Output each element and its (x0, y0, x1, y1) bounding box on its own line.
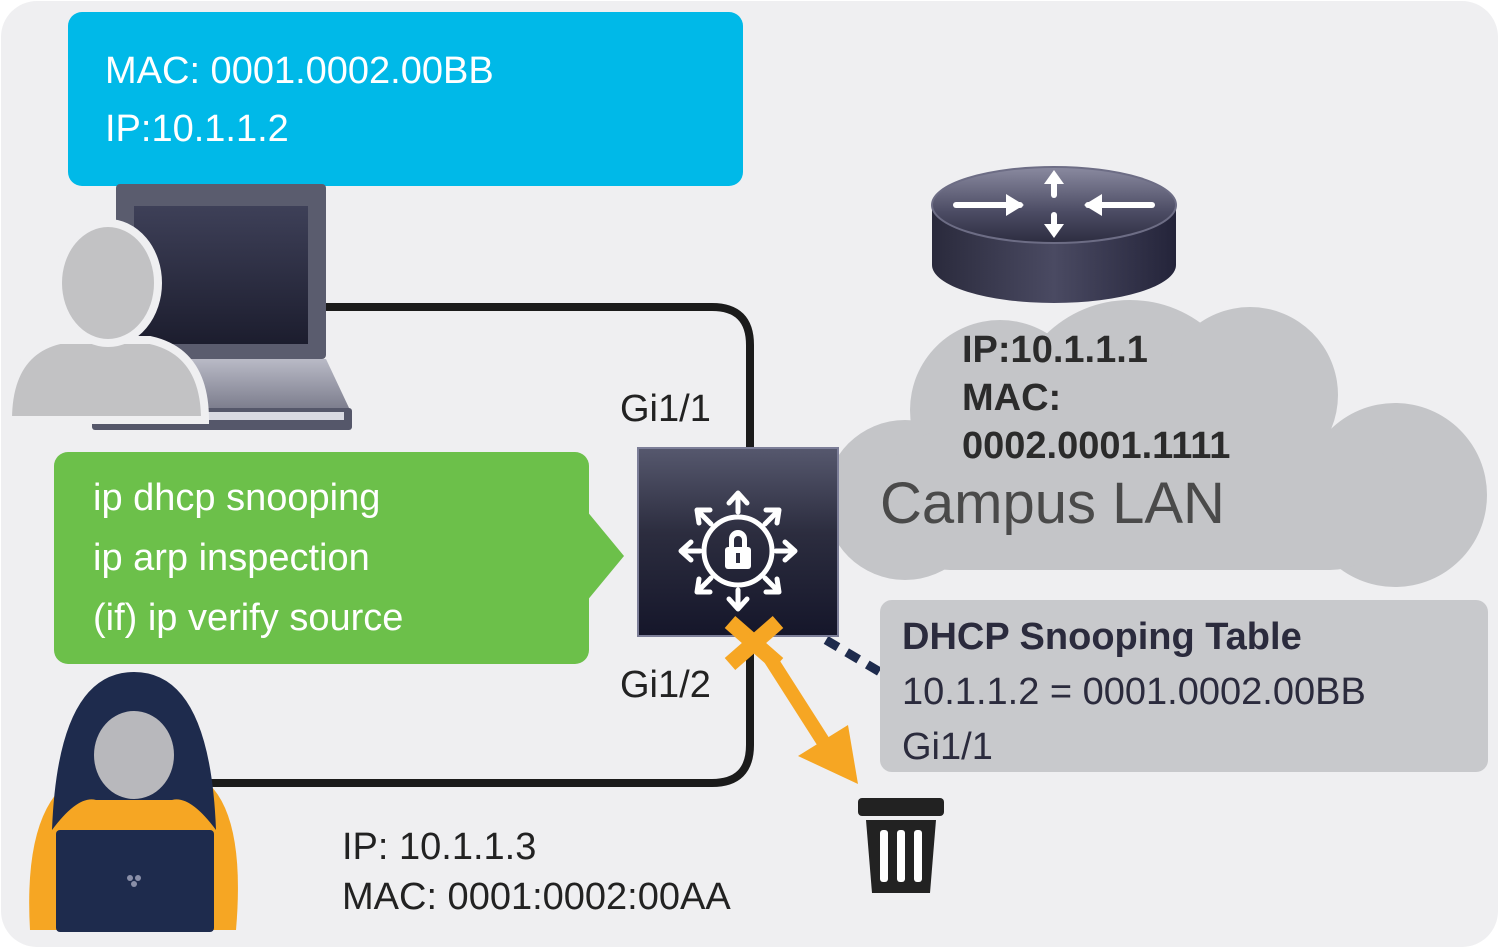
host-mac: MAC: 0001.0002.00BB (105, 50, 494, 92)
link-attacker-to-switch (205, 630, 754, 787)
dhcp-table-port: Gi1/1 (902, 726, 993, 768)
config-line-verify-source: (if) ip verify source (93, 597, 404, 639)
link-host-to-switch (200, 303, 754, 458)
drop-arrow (760, 648, 858, 784)
router-mac-label: MAC: (962, 377, 1062, 419)
config-line-arp-inspection: ip arp inspection (93, 537, 370, 579)
config-box (54, 452, 624, 664)
router-info-text: IP:10.1.1.1 MAC: 0002.0001.1111 (962, 326, 1230, 470)
dhcp-table-text: DHCP Snooping Table 10.1.1.2 = 0001.0002… (902, 610, 1366, 775)
config-line-dhcp-snooping: ip dhcp snooping (93, 477, 381, 519)
host-info-text: MAC: 0001.0002.00BB IP:10.1.1.2 (105, 42, 494, 158)
config-text: ip dhcp snooping ip arp inspection (if) … (93, 468, 403, 648)
trash-icon (858, 798, 944, 893)
dhcp-table-entry: 10.1.1.2 = 0001.0002.00BB (902, 671, 1366, 713)
attacker-mac: MAC: 0001:0002:00AA (342, 876, 731, 918)
attacker-info-text: IP: 10.1.1.3 MAC: 0001:0002:00AA (342, 822, 731, 922)
router-mac: 0002.0001.1111 (962, 425, 1231, 467)
user-icon (3, 219, 210, 424)
port-label-attacker: Gi1/2 (620, 664, 711, 706)
dotted-link-to-table (823, 636, 893, 682)
campus-lan-cloud (825, 300, 1487, 587)
dhcp-table-box (880, 600, 1488, 772)
attacker-ip: IP: 10.1.1.3 (342, 826, 537, 868)
port-label-uplink: Gi1/1 (620, 388, 711, 430)
campus-lan-label: Campus LAN (880, 471, 1225, 536)
dhcp-table-title: DHCP Snooping Table (902, 616, 1302, 658)
host-info-box (68, 12, 743, 186)
router-icon (931, 166, 1177, 303)
router-ip: IP:10.1.1.1 (962, 329, 1148, 371)
host-ip: IP:10.1.1.2 (105, 108, 289, 150)
hacker-icon (29, 672, 238, 932)
secure-switch-icon (637, 447, 839, 637)
